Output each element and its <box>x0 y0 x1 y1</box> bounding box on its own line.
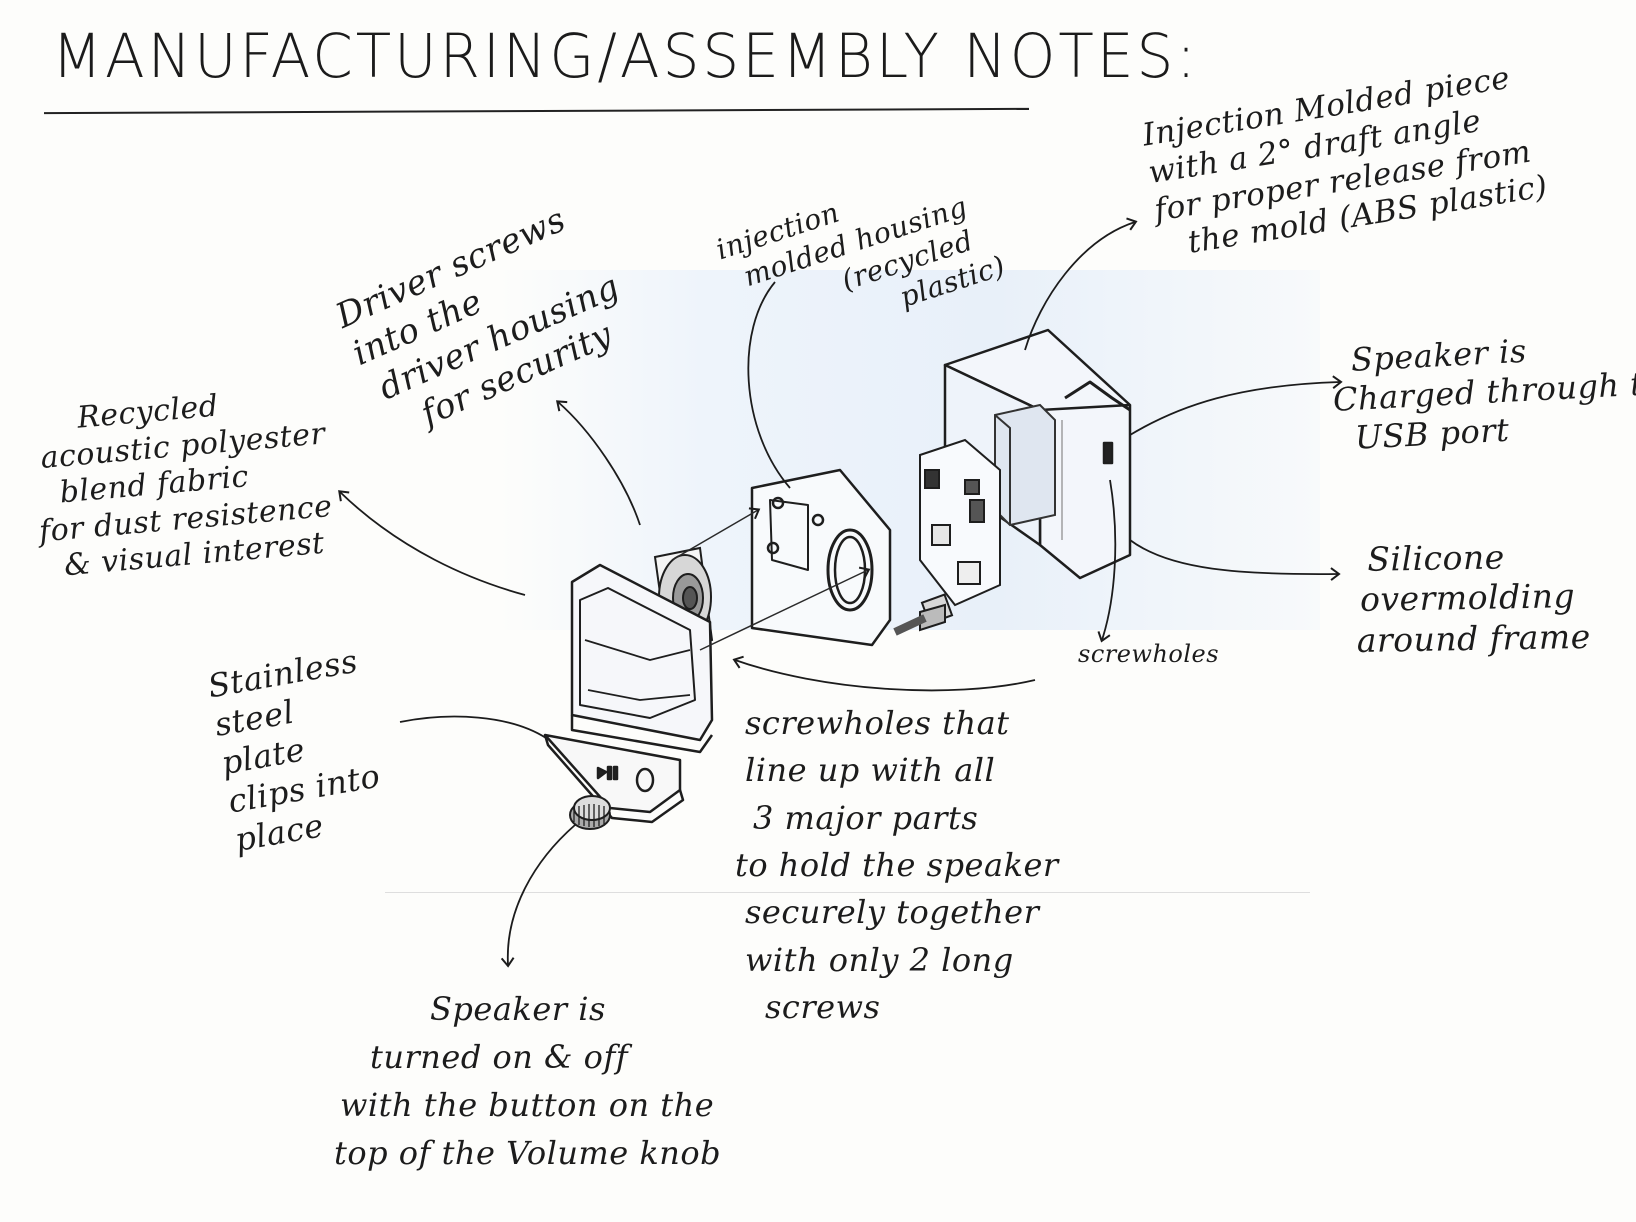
leader-driver-screws <box>555 400 641 526</box>
assembly-lines <box>671 507 871 651</box>
note-recycled-fabric: Recycled acoustic polyester blend fabric… <box>37 388 334 584</box>
note-screwholes: screwholes <box>1078 640 1220 668</box>
stainless-plate <box>543 733 685 824</box>
potentiometer <box>893 593 954 636</box>
volume-knob <box>569 795 611 830</box>
leader-knob <box>500 824 576 968</box>
driver-housing-plate <box>750 468 892 647</box>
leader-plate <box>399 715 547 739</box>
leader-arrows <box>338 217 1343 968</box>
leader-silicone <box>1129 539 1341 581</box>
leader-injection-piece <box>1024 217 1138 351</box>
note-speaker-charged: Speaker is Charged through the USB port <box>1332 331 1636 457</box>
leader-molded-housing <box>747 281 791 489</box>
note-speaker-onoff: Speaker is turned on & off with the butt… <box>334 990 722 1172</box>
leader-screwholes <box>1097 479 1117 643</box>
note-screwholes-lineup: screwholes that line up with all 3 major… <box>735 704 1059 1027</box>
leader-usb-port <box>1129 375 1343 436</box>
note-silicone-overmolding: Silicone overmolding around frame <box>1356 537 1591 660</box>
front-fabric-panel <box>570 563 714 754</box>
drawing-backdrop <box>500 270 1320 630</box>
leader-screwholes-lineup <box>732 655 1036 692</box>
leader-fabric <box>338 490 526 596</box>
circuit-board <box>919 438 1001 607</box>
page-title: MANUFACTURING/ASSEMBLY NOTES: <box>52 20 1199 92</box>
faint-baseline <box>385 892 1310 893</box>
battery-block <box>994 403 1056 527</box>
